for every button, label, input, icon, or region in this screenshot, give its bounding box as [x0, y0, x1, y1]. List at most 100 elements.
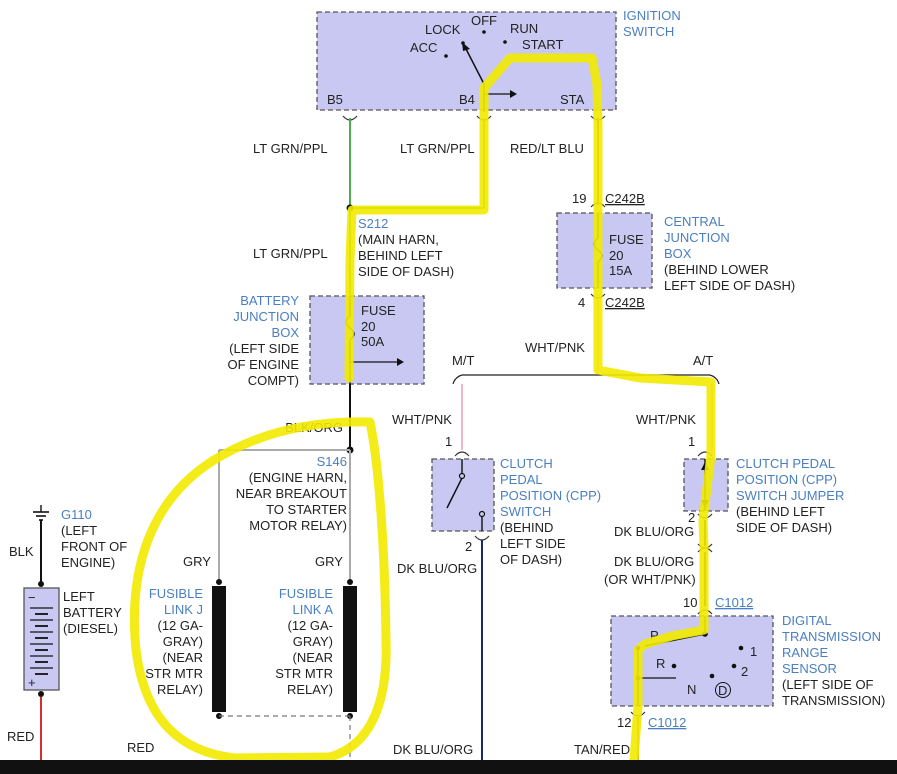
bjb-fuse-label: FUSE: [361, 303, 396, 318]
bjb-fuse-rating: 50A: [361, 334, 384, 349]
branch-label-mt: M/T: [452, 353, 474, 368]
cpp-switch-pin-top: 1: [445, 434, 452, 449]
cpp-switch-connector-top: [454, 451, 470, 457]
ignition-wiper-arrowhead: [462, 42, 470, 51]
bjb-fuse-number: 20: [361, 319, 375, 334]
fusible-link-j-line4: STR MTR: [145, 666, 203, 681]
tr-sensor-position-d: D: [718, 683, 727, 698]
splice-s146-line4: MOTOR RELAY): [249, 518, 347, 533]
wire-label-dk-blu-org-at: DK BLU/ORG: [614, 524, 694, 539]
tr-sensor-contact-1: [738, 645, 744, 651]
wire-label-gry-left: GRY: [183, 554, 211, 569]
tr-sensor-title-3: RANGE: [782, 645, 829, 660]
wire-label-dk-blu-org-or-1: DK BLU/ORG: [614, 554, 694, 569]
cjb-box: [556, 212, 653, 289]
cpp-switch-title-1: CLUTCH: [500, 456, 553, 471]
tr-sensor-contact-2: [731, 663, 737, 669]
battery-line1: LEFT: [63, 589, 95, 604]
fusible-link-j-line1: (12 GA-: [157, 618, 203, 633]
bjb-title-3: BOX: [272, 325, 300, 340]
battery-left: − + LEFT BATTERY (DIESEL): [23, 587, 122, 691]
cpp-switch-blade: [446, 477, 463, 509]
ground-g110-line1: (LEFT: [61, 523, 97, 538]
ignition-run-arrowhead: [510, 90, 517, 98]
cjb-connector-bottom: C242B: [605, 295, 645, 310]
cpp-switch-location-2: LEFT SIDE: [500, 536, 566, 551]
splice-s146-line1: (ENGINE HARN,: [249, 470, 347, 485]
tr-sensor-pin-bottom: 12: [617, 715, 631, 730]
pin-sta: STA: [560, 92, 585, 107]
ground-g110: G110 (LEFT FRONT OF ENGINE): [33, 505, 127, 570]
branch-hook-mt: [452, 374, 463, 385]
clutch-cpp-switch: 1 2 CLUTCH PEDAL POSITION (CPP) SWITCH (…: [431, 434, 601, 567]
battery-plus: +: [28, 675, 36, 690]
cpp-switch-location-1: (BEHIND: [500, 520, 553, 535]
cpp-switch-pin-bottom: 2: [465, 539, 472, 554]
tr-sensor-title-2: TRANSMISSION: [782, 629, 881, 644]
cpp-switch-connector-bottom: [474, 535, 490, 541]
fusible-link-a-title-2: LINK A: [293, 602, 334, 617]
battery-junction-box: FUSE 20 50A BATTERY JUNCTION BOX (LEFT S…: [227, 293, 425, 388]
cjb-location-2: LEFT SIDE OF DASH): [664, 278, 795, 293]
cpp-switch-box: [431, 458, 495, 532]
wire-label-dk-blu-org-bottom: DK BLU/ORG: [393, 742, 473, 757]
splice-s212-id: S212: [358, 216, 388, 231]
cjb-title-2: JUNCTION: [664, 230, 730, 245]
wire-label-dk-blu-org-mt: DK BLU/ORG: [397, 561, 477, 576]
cjb-pin-top: 19: [572, 191, 586, 206]
fusible-link-a-top-dot: [347, 579, 353, 585]
tr-sensor-title-1: DIGITAL: [782, 613, 832, 628]
cpp-jumper-pin-bottom: 2: [688, 510, 695, 525]
tr-sensor-position-1: 1: [750, 644, 757, 659]
splice-s146-line3: TO STARTER: [266, 502, 347, 517]
fusible-link-a-line4: STR MTR: [275, 666, 333, 681]
branch-hook-at: [709, 374, 720, 385]
wire-label-wht-pnk-top: WHT/PNK: [525, 340, 585, 355]
cjb-title-3: BOX: [664, 246, 692, 261]
ground-g110-line2: FRONT OF: [61, 539, 127, 554]
ignition-position-off: OFF: [471, 13, 497, 28]
cpp-jumper-pin-top: 1: [688, 434, 695, 449]
bjb-location-3: COMPT): [248, 373, 299, 388]
battery-positive-terminal-dot: [38, 691, 44, 697]
ignition-contact-run: [503, 40, 507, 44]
highlight-start-circuit-path: [344, 53, 716, 765]
ignition-wiper-arm: [464, 46, 485, 85]
cpp-jumper-title-1: CLUTCH PEDAL: [736, 456, 835, 471]
wire-label-lt-grn-ppl-left: LT GRN/PPL: [253, 141, 328, 156]
cpp-switch-contact-top: [458, 472, 466, 480]
splice-s212-line2: BEHIND LEFT: [358, 248, 443, 263]
fusible-link-a-line2: GRAY): [293, 634, 333, 649]
cpp-jumper-title-2: POSITION (CPP): [736, 472, 837, 487]
digital-transmission-range-sensor: 10 C1012 P R N D 2 1 12 C1012 DIGITAL TR…: [610, 595, 885, 730]
pin-b5: B5: [327, 92, 343, 107]
ground-g110-line3: ENGINE): [61, 555, 115, 570]
wire-label-blk: BLK: [9, 544, 34, 559]
tr-sensor-location-1: (LEFT SIDE OF: [782, 677, 874, 692]
ignition-position-lock: LOCK: [425, 22, 461, 37]
cjb-location-1: (BEHIND LOWER: [664, 262, 769, 277]
cjb-fuse-label: FUSE: [609, 232, 644, 247]
tr-sensor-connector-bottom: C1012: [648, 715, 686, 730]
splice-s146-line2: NEAR BREAKOUT: [236, 486, 347, 501]
central-junction-box: 19 C242B FUSE 20 15A 4 C242B CENTRAL JUN…: [556, 191, 795, 310]
bjb-box: [309, 295, 425, 385]
fusible-link-j-line5: RELAY): [157, 682, 203, 697]
cjb-title-1: CENTRAL: [664, 214, 725, 229]
tr-sensor-position-2: 2: [741, 664, 748, 679]
fusible-link-a-line5: RELAY): [287, 682, 333, 697]
tr-sensor-position-d-ring: [715, 682, 731, 698]
wire-label-red-lt-blu: RED/LT BLU: [510, 141, 584, 156]
ignition-contact-off: [482, 30, 486, 34]
tr-sensor-title-4: SENSOR: [782, 661, 837, 676]
ignition-switch-title-1: IGNITION: [623, 8, 681, 23]
fusible-link-a-title-1: FUSIBLE: [279, 586, 334, 601]
fusible-link-j-line3: (NEAR: [163, 650, 203, 665]
wire-label-tan-red: TAN/RED: [574, 742, 630, 757]
bjb-output-arrowhead: [397, 358, 404, 366]
wire-label-lt-grn-ppl-mid: LT GRN/PPL: [400, 141, 475, 156]
cjb-fuse-number: 20: [609, 248, 623, 263]
fusible-link-j-body: [212, 586, 226, 712]
cpp-switch-title-2: PEDAL: [500, 472, 543, 487]
wire-label-wht-pnk-at: WHT/PNK: [636, 412, 696, 427]
